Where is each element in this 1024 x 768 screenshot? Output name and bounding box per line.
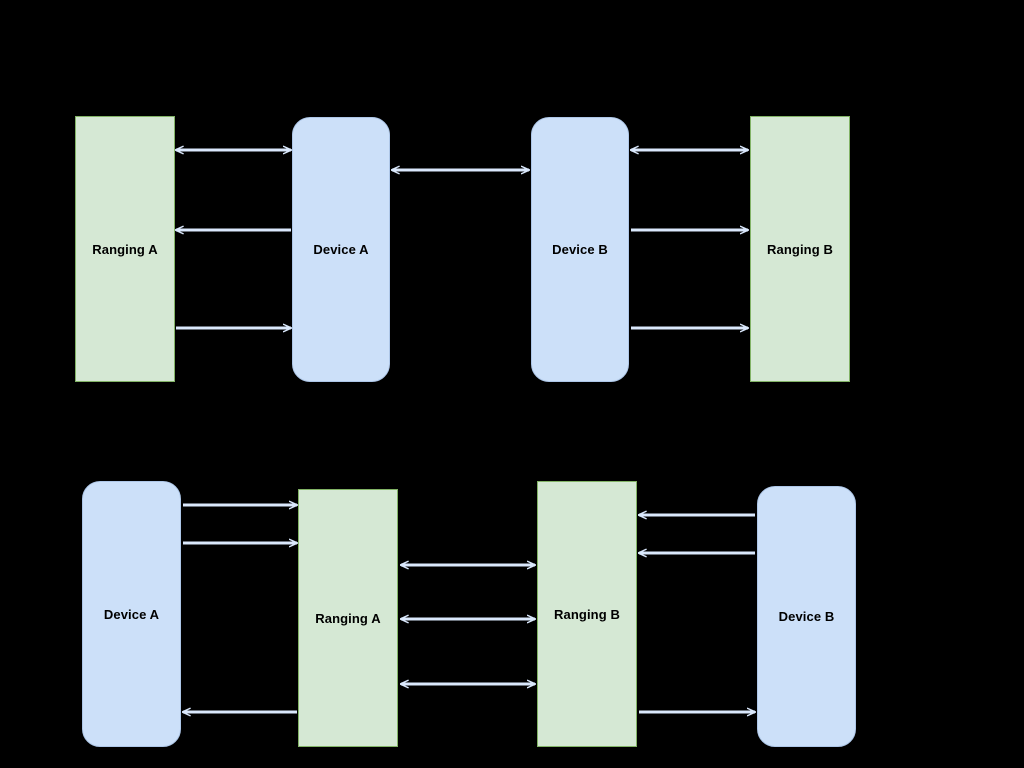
node-t-ranging-a[interactable]: Ranging A — [75, 116, 175, 382]
node-label: Device B — [552, 242, 608, 257]
node-b-device-a[interactable]: Device A — [82, 481, 181, 747]
node-label: Device A — [103, 606, 160, 622]
node-b-ranging-a[interactable]: Ranging A — [298, 489, 398, 747]
node-label: Ranging B — [554, 606, 620, 622]
node-label: Ranging A — [315, 610, 381, 626]
node-label: Device B — [778, 609, 835, 624]
node-label: Device A — [313, 242, 369, 257]
node-b-device-b[interactable]: Device B — [757, 486, 856, 747]
node-t-device-b[interactable]: Device B — [531, 117, 629, 382]
node-label: Ranging A — [92, 241, 158, 257]
node-b-ranging-b[interactable]: Ranging B — [537, 481, 637, 747]
node-t-device-a[interactable]: Device A — [292, 117, 390, 382]
node-label: Ranging B — [767, 241, 833, 257]
node-t-ranging-b[interactable]: Ranging B — [750, 116, 850, 382]
